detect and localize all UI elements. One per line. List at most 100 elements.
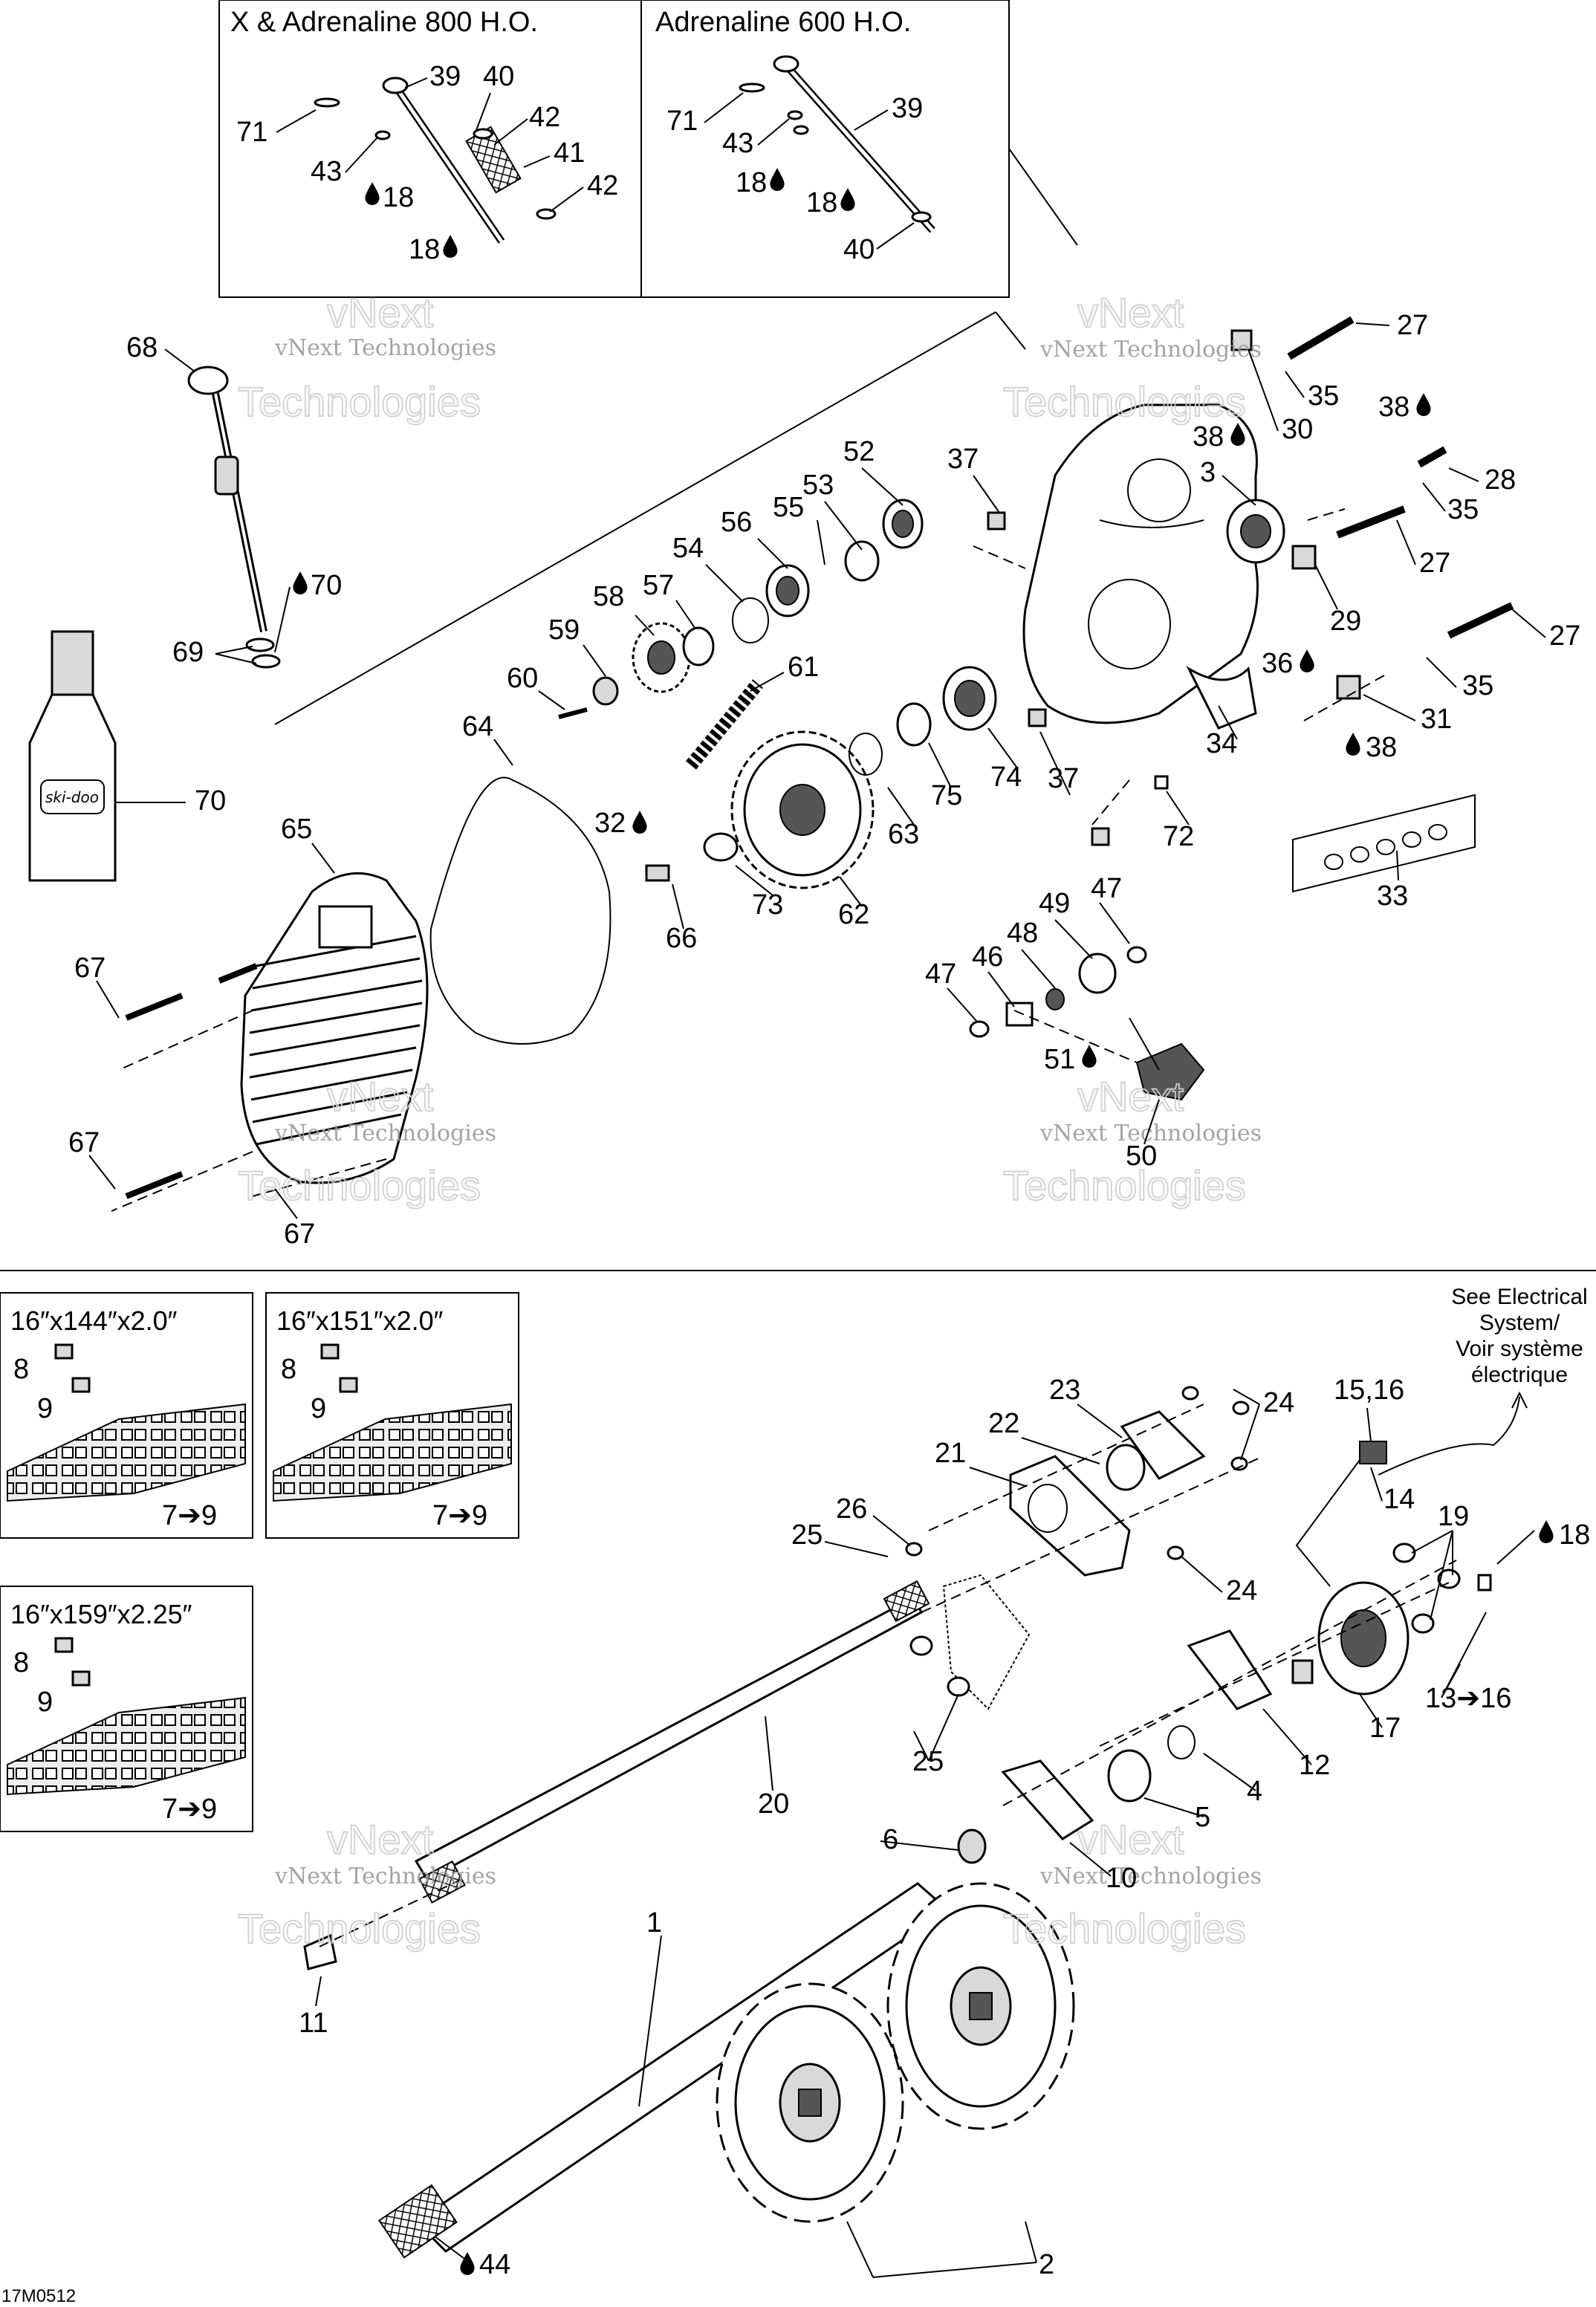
callout: 70 — [311, 570, 342, 601]
svg-text:vNext: vNext — [1077, 1816, 1184, 1863]
svg-text:vNext: vNext — [327, 1073, 434, 1120]
bearings — [592, 499, 1285, 882]
chaincase-housing — [1022, 403, 1259, 730]
callout: 58 — [593, 581, 624, 612]
driveshaft — [414, 1580, 930, 1904]
callout: 56 — [721, 507, 752, 538]
drive-sprocket-left — [716, 1982, 904, 2223]
callout-7-9-b: 7➔9 — [432, 1500, 487, 1531]
svg-text:vNext: vNext — [327, 289, 434, 336]
callout: 22 — [988, 1408, 1019, 1439]
track-box-159: 16″x159″x2.25″ 8 9 7➔9 — [0, 1586, 253, 1832]
callout: 32 — [594, 808, 626, 839]
callout: 40 — [843, 234, 875, 265]
callout: 74 — [990, 762, 1022, 793]
svg-text:électrique: électrique — [1471, 1363, 1568, 1387]
drive-chain — [686, 679, 763, 770]
oil-drop-icon — [460, 2252, 475, 2275]
callout-9-c: 9 — [37, 1687, 53, 1718]
callout: 21 — [935, 1438, 966, 1469]
callout: 49 — [1039, 888, 1070, 919]
callout-7-9-c: 7➔9 — [162, 1794, 217, 1825]
callout: 52 — [843, 436, 875, 467]
track-size-151: 16″x151″x2.0″ — [276, 1305, 444, 1336]
figure-code: 17M0512 — [1, 2286, 76, 2306]
callout: 47 — [925, 958, 956, 990]
callout: 2 — [1039, 2249, 1054, 2280]
leader-lines — [88, 77, 1546, 2278]
watermark: vNext Technologies vNext Technologies vN… — [237, 288, 1262, 1953]
callout: 38 — [1193, 421, 1224, 452]
callout-8-c: 8 — [13, 1647, 29, 1678]
callout: 61 — [788, 652, 819, 683]
callout: 40 — [483, 61, 514, 92]
callout: 35 — [1462, 670, 1493, 701]
variant-title-600: Adrenaline 600 H.O. — [655, 7, 911, 38]
svg-text:System/: System/ — [1479, 1311, 1560, 1335]
callout: 20 — [758, 1788, 789, 1820]
callout: 69 — [172, 637, 204, 668]
callout: 70 — [195, 785, 226, 817]
callout: 14 — [1383, 1484, 1415, 1515]
callout: 4 — [1247, 1776, 1262, 1807]
callouts: 39 40 42 41 42 71 43 18 18 71 43 39 18 1… — [1, 61, 1590, 2306]
oil-drop-icon — [1082, 1045, 1097, 1068]
callout: 13➔16 — [1425, 1683, 1511, 1714]
callout: 71 — [666, 106, 698, 137]
oil-drop-icon — [1416, 393, 1431, 416]
callout: 39 — [892, 93, 923, 124]
callout: 30 — [1282, 414, 1313, 445]
callout: 24 — [1263, 1387, 1294, 1418]
drive-sprocket-right — [886, 1882, 1075, 2130]
bearing-plates — [942, 1410, 1273, 1864]
callout: 72 — [1163, 821, 1194, 852]
drive-cover — [240, 872, 429, 1184]
callout: 55 — [773, 492, 804, 523]
oil-drop-icon — [1300, 649, 1314, 672]
callout: 18 — [736, 167, 767, 198]
small-fasteners — [303, 1386, 1492, 1970]
svg-text:vNext Technologies: vNext Technologies — [1039, 1863, 1262, 1889]
oil-drop-icon — [770, 168, 785, 191]
shim-set — [1292, 794, 1476, 893]
callout: 65 — [281, 814, 312, 845]
oil-drop-icon — [1346, 733, 1360, 756]
callout: 48 — [1007, 918, 1038, 949]
callout: 6 — [883, 1824, 898, 1855]
svg-text:Technologies: Technologies — [1003, 1162, 1246, 1209]
callout: 25 — [912, 1746, 944, 1777]
callout: 64 — [462, 711, 493, 742]
bolts-and-nuts — [125, 316, 1514, 1199]
callout: 37 — [1048, 763, 1079, 794]
lower-sprocket — [730, 730, 875, 889]
electrical-note: See Electrical System/ Voir système élec… — [1378, 1285, 1588, 1476]
svg-text:vNext: vNext — [327, 1816, 434, 1863]
callout-8-a: 8 — [13, 1354, 29, 1385]
callout: 3 — [1200, 457, 1216, 488]
callout: 68 — [126, 332, 158, 363]
track-box-144: 16″x144″x2.0″ 8 9 7➔9 — [0, 1292, 253, 1539]
callout: 44 — [479, 2249, 510, 2280]
callout: 15,16 — [1334, 1375, 1404, 1406]
callout: 29 — [1330, 606, 1361, 637]
svg-text:vNext Technologies: vNext Technologies — [274, 1863, 496, 1889]
callout: 59 — [548, 614, 580, 646]
callout: 53 — [802, 470, 834, 501]
svg-text:Technologies: Technologies — [1003, 1905, 1246, 1952]
callout: 41 — [554, 137, 585, 169]
callout: 42 — [587, 170, 618, 201]
oil-drop-icon — [632, 811, 647, 834]
callout: 18 — [409, 234, 440, 265]
callout: 18 — [383, 182, 414, 213]
callout: 66 — [666, 923, 697, 954]
callout-7-9-a: 7➔9 — [162, 1500, 217, 1531]
callout: 37 — [947, 444, 979, 475]
callout: 17 — [1369, 1713, 1401, 1744]
callout: 5 — [1195, 1802, 1210, 1833]
oil-drop-icon — [443, 235, 458, 258]
callout: 43 — [722, 128, 753, 159]
callout: 71 — [236, 117, 267, 148]
callout: 46 — [972, 941, 1003, 973]
callout: 42 — [529, 102, 560, 133]
